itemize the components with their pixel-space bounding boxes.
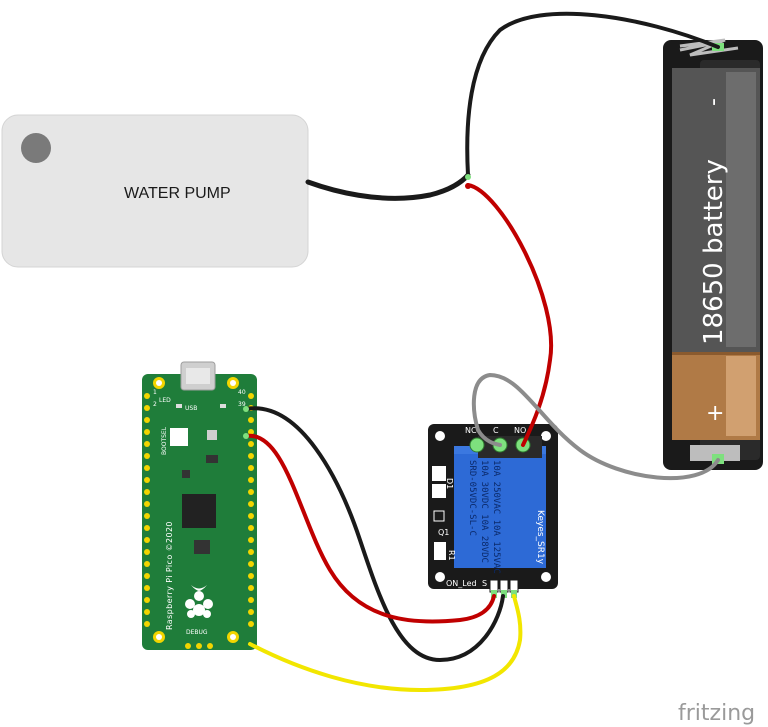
relay-no-label: NO	[514, 426, 526, 435]
relay-body	[454, 446, 546, 568]
relay-line2: 10A 30VDC 10A 28VDC	[479, 460, 489, 563]
bootsel-button	[170, 428, 188, 446]
pico-silkscreen: Raspberry Pi Pico ©2020	[165, 521, 174, 630]
raspberry-pi-pico: USB LED BOOTSEL DEBUG 1 2 40 39 Raspberr…	[142, 361, 257, 650]
wire-pico-gpio-to-relay-signal-yellow	[248, 594, 523, 692]
pin1-label: 1	[153, 389, 157, 396]
debug-label: DEBUG	[186, 629, 208, 636]
pin40-label: 40	[238, 389, 246, 396]
led-label: LED	[159, 397, 171, 404]
pump-mount-hole	[21, 133, 51, 163]
battery-label: 18650 battery	[699, 159, 729, 345]
resistor-r1	[434, 542, 446, 560]
wire-pump-black	[305, 172, 471, 201]
water-pump: WATER PUMP	[1, 114, 309, 268]
usb-label: USB	[185, 405, 197, 412]
pump-label: WATER PUMP	[124, 185, 231, 202]
bootsel-label: BOOTSEL	[161, 426, 168, 455]
relay-d1-label: D1	[445, 478, 454, 489]
relay-onled-label: ON_Led	[446, 579, 477, 588]
pin39-label: 39	[238, 401, 246, 408]
wire-pico-vbus-to-relay-red	[244, 433, 496, 624]
pin2-label: 2	[153, 401, 157, 408]
debug-pads	[185, 643, 213, 649]
wire-pump-to-relay-no-red	[466, 183, 554, 447]
raspberry-logo	[185, 585, 213, 618]
battery-18650: - + 18650 battery	[663, 38, 763, 470]
relay-terminal-nc	[469, 437, 485, 453]
relay-module: NC C NO SRD-05VDC-SL-C 10A 30VDC 10A 28V…	[428, 424, 558, 598]
transistor-q1	[433, 510, 445, 522]
relay-side-label: Keyes_SR1y	[535, 510, 545, 565]
pico-right-pins	[248, 393, 254, 627]
wires	[243, 11, 720, 692]
pico-left-pins	[144, 393, 150, 627]
wire-battery-negative-black	[465, 11, 720, 177]
wire-battery-positive-to-relay-c-gray	[471, 373, 720, 481]
wire-pico-gnd-to-relay-black	[244, 406, 505, 662]
rp2040-chip	[182, 494, 216, 528]
relay-s-label: S	[482, 579, 487, 588]
battery-plus-sign: +	[706, 401, 724, 426]
battery-minus-sign: -	[701, 98, 726, 106]
relay-line3: SRD-05VDC-SL-C	[467, 460, 477, 536]
relay-c-label: C	[493, 426, 499, 435]
relay-r1-label: R1	[447, 550, 456, 561]
relay-nc-label: NC	[465, 426, 477, 435]
relay-q1-label: Q1	[438, 528, 449, 537]
relay-line1: 10A 250VAC 10A 125VAC	[491, 460, 501, 574]
fritzing-logo: fritzing	[678, 701, 755, 726]
